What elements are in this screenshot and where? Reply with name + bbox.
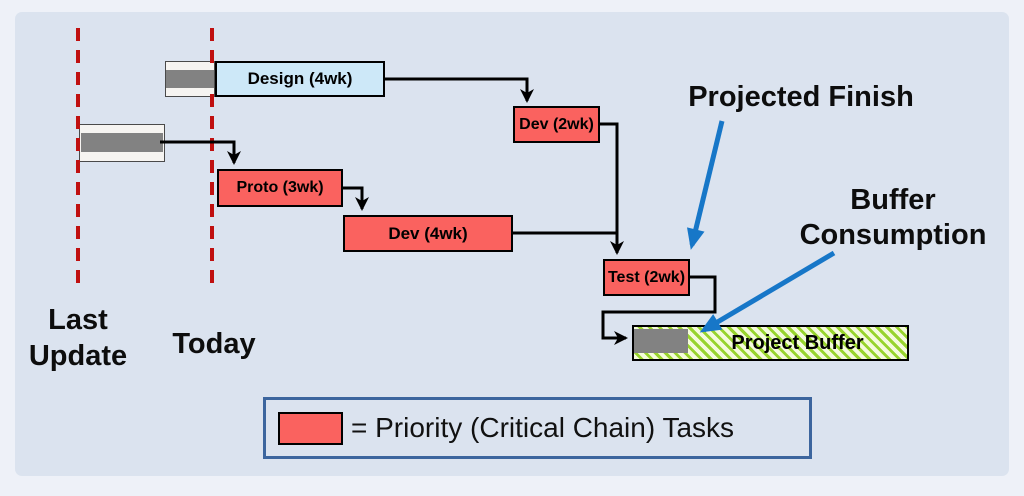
task-design: Design (4wk) — [215, 61, 385, 97]
legend-text: = Priority (Critical Chain) Tasks — [351, 412, 735, 443]
task-dev-2wk: Dev (2wk) — [513, 106, 600, 143]
proto-progress-fill — [81, 133, 163, 152]
project-buffer-label-text: Project Buffer — [731, 331, 864, 354]
task-test: Test (2wk) — [603, 259, 690, 296]
design-progress-fill — [166, 70, 214, 88]
legend-critical-swatch — [278, 411, 343, 445]
task-test-label: Test (2wk) — [607, 268, 686, 286]
task-dev-4wk: Dev (4wk) — [343, 215, 513, 252]
last-update-line1: Last — [48, 304, 108, 336]
legend-box: = Priority (Critical Chain) Tasks — [263, 397, 812, 459]
buffer-consumption-line1: Buffer — [850, 184, 936, 216]
task-dev-2wk-label: Dev (2wk) — [519, 115, 594, 133]
today-label: Today — [154, 326, 274, 362]
project-buffer-label: Project Buffer — [688, 325, 907, 361]
buffer-consumption-label: Buffer Consumption — [768, 183, 1018, 253]
buffer-consumption-line2: Consumption — [799, 219, 987, 251]
projected-finish-text: Projected Finish — [688, 81, 914, 113]
today-text: Today — [172, 328, 256, 360]
last-update-label: Last Update — [8, 302, 148, 374]
task-design-label: Design (4wk) — [247, 69, 353, 88]
buffer-consumed-fill — [634, 329, 688, 353]
projected-finish-label: Projected Finish — [656, 80, 946, 115]
task-proto: Proto (3wk) — [217, 169, 343, 207]
task-dev-4wk-label: Dev (4wk) — [388, 223, 468, 243]
task-proto-label: Proto (3wk) — [236, 179, 324, 196]
last-update-line2: Update — [28, 340, 128, 372]
